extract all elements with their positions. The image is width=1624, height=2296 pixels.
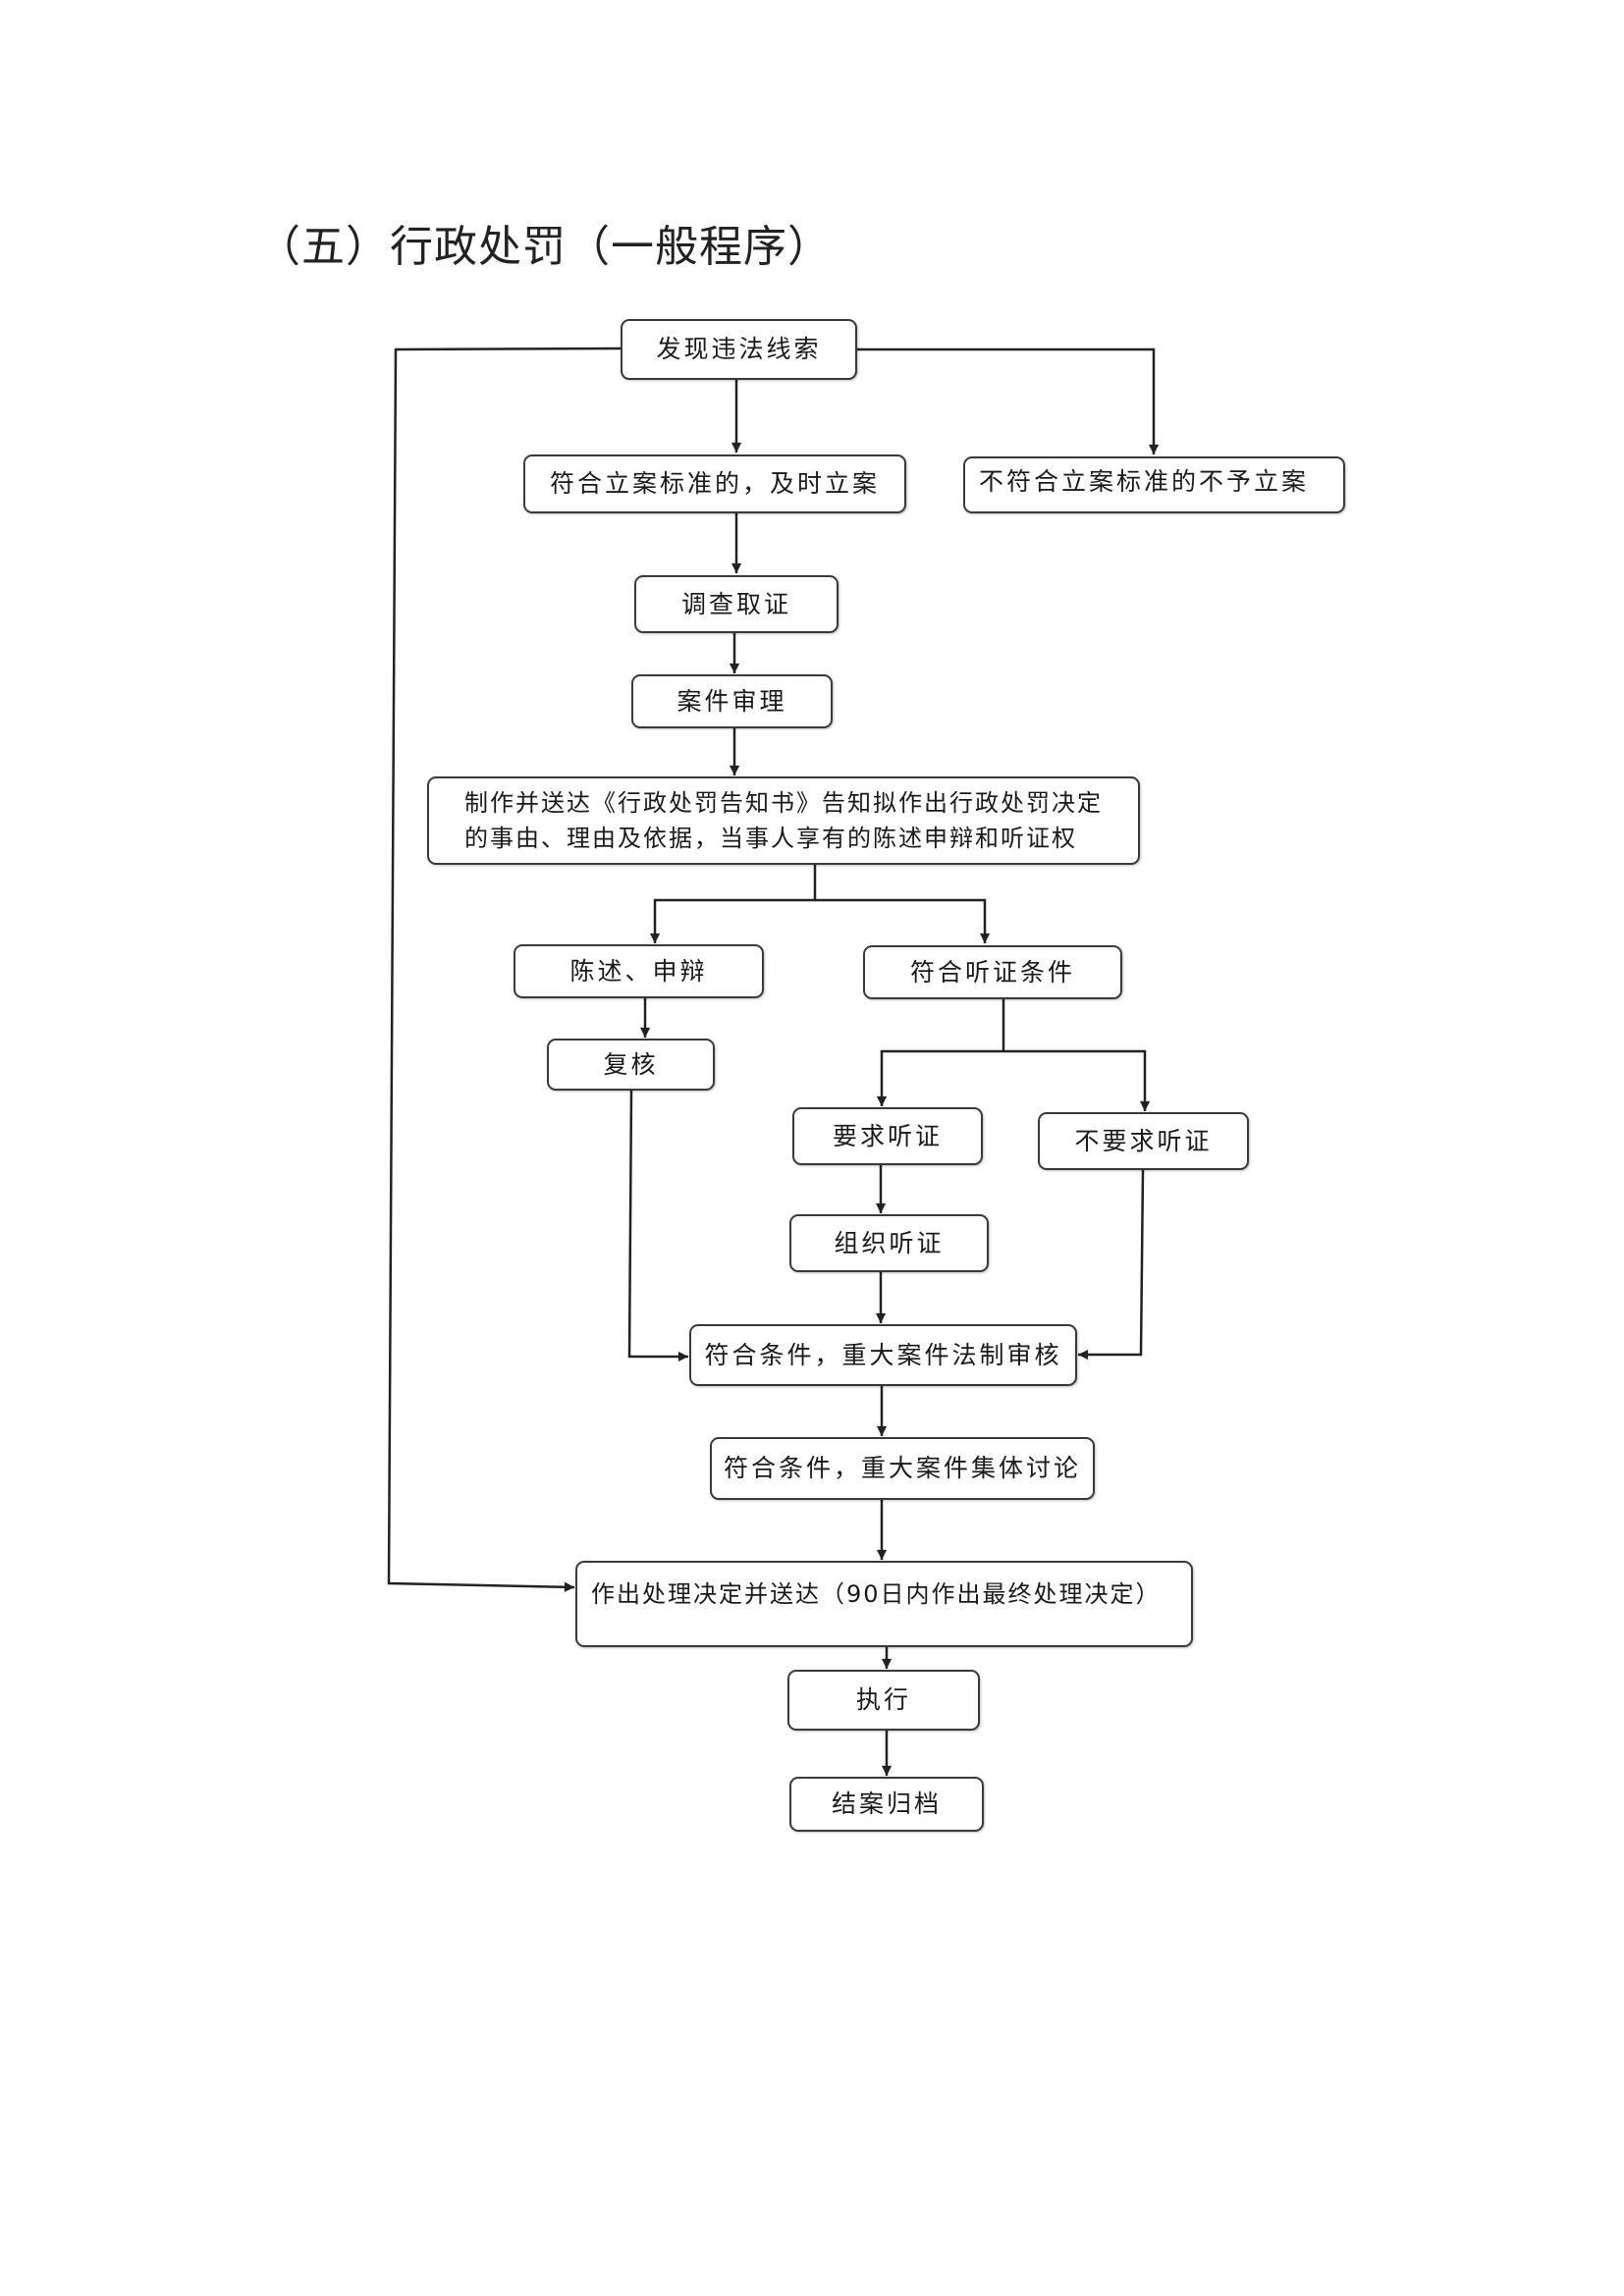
node-statement-defense: 陈述、申辩 <box>514 944 764 998</box>
node-request-hearing: 要求听证 <box>792 1107 983 1165</box>
edge-no-request-to-legal-review <box>1077 1169 1145 1361</box>
node-discover-violation: 发现违法线索 <box>621 319 857 380</box>
node-label: 要求听证 <box>832 1121 943 1150</box>
edge-hearing-cond-to-request <box>876 1049 1003 1107</box>
page-title: （五）行政处罚（一般程序） <box>257 222 832 272</box>
node-case-review: 案件审理 <box>631 674 833 728</box>
node-organize-hearing: 组织听证 <box>789 1214 989 1272</box>
node-legal-review: 符合条件，重大案件法制审核 <box>689 1324 1077 1386</box>
node-label: 符合听证条件 <box>909 957 1075 987</box>
node-recheck: 复核 <box>547 1039 715 1091</box>
node-collective-discussion: 符合条件，重大案件集体讨论 <box>710 1437 1095 1500</box>
node-label: 案件审理 <box>677 686 787 716</box>
edge-notify-to-hearing-cond <box>815 898 991 944</box>
node-label: 作出处理决定并送达（90日内作出最终处理决定） <box>591 1580 1162 1608</box>
node-investigate: 调查取证 <box>634 575 839 633</box>
edge-discover-to-no-file <box>857 347 1160 455</box>
node-label: 结案归档 <box>831 1789 942 1818</box>
node-label: 制作并送达《行政处罚告知书》告知拟作出行政处罚决定 的事由、理由及依据，当事人享… <box>464 789 1103 852</box>
node-label: 不要求听证 <box>1074 1126 1213 1155</box>
node-hearing-conditions: 符合听证条件 <box>863 945 1122 999</box>
node-no-request-hearing: 不要求听证 <box>1038 1112 1249 1170</box>
node-execute: 执行 <box>787 1670 980 1731</box>
node-label: 执行 <box>855 1685 911 1714</box>
node-file-case: 符合立案标准的，及时立案 <box>523 454 906 513</box>
node-label: 发现违法线索 <box>656 335 822 363</box>
node-label: 符合条件，重大案件集体讨论 <box>723 1454 1081 1482</box>
edge-hearing-cond-to-no-request <box>1003 1049 1151 1112</box>
node-label: 符合立案标准的，及时立案 <box>549 469 880 498</box>
edge-discover-to-decision <box>387 347 622 1592</box>
node-decision: 作出处理决定并送达（90日内作出最终处理决定） <box>575 1561 1193 1647</box>
edge-notify-to-statement <box>649 898 815 944</box>
node-label: 调查取证 <box>680 589 791 618</box>
edge-recheck-to-legal-review <box>627 1090 689 1362</box>
node-notify: 制作并送达《行政处罚告知书》告知拟作出行政处罚决定 的事由、理由及依据，当事人享… <box>427 776 1140 865</box>
node-label: 符合条件，重大案件法制审核 <box>704 1340 1062 1369</box>
node-label: 陈述、申辩 <box>569 956 708 986</box>
node-label: 不符合立案标准的不予立案 <box>979 467 1310 496</box>
node-no-file: 不符合立案标准的不予立案 <box>963 456 1345 513</box>
node-archive: 结案归档 <box>789 1777 984 1832</box>
node-label: 组织听证 <box>834 1228 945 1257</box>
node-label: 复核 <box>603 1049 659 1079</box>
